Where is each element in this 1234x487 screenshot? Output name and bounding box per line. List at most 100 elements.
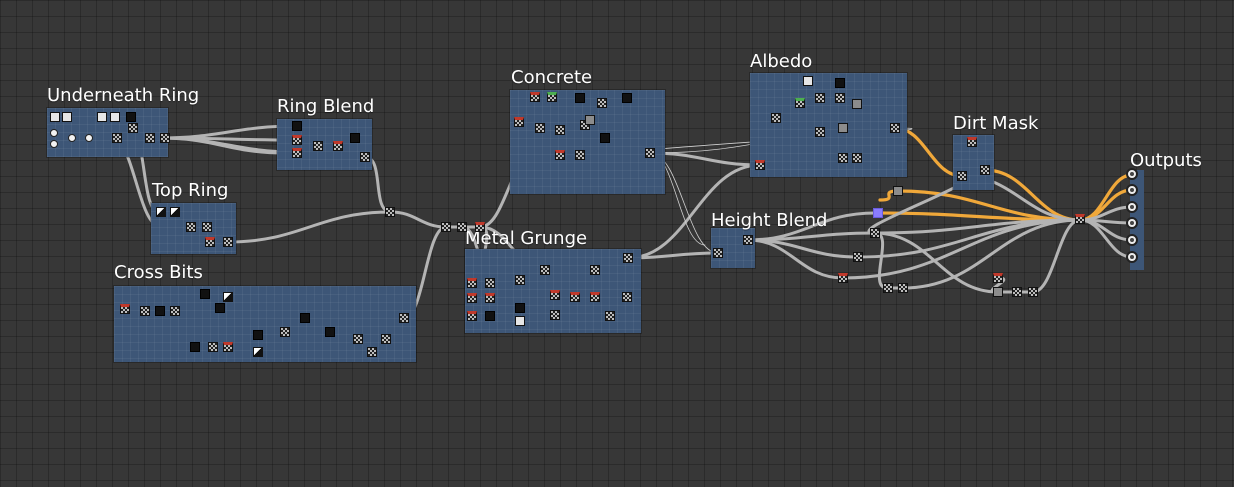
graph-node[interactable]	[381, 334, 391, 344]
graph-node[interactable]	[457, 222, 467, 232]
graph-node[interactable]	[485, 311, 495, 321]
output-port[interactable]	[1126, 217, 1138, 229]
graph-node[interactable]	[852, 153, 862, 163]
graph-node[interactable]	[485, 278, 495, 288]
graph-node[interactable]	[140, 306, 150, 316]
graph-node[interactable]	[622, 292, 632, 302]
input-socket[interactable]	[50, 129, 58, 137]
graph-node[interactable]	[883, 283, 893, 293]
graph-node[interactable]	[555, 125, 565, 135]
frame-albedo[interactable]	[750, 73, 907, 177]
graph-node[interactable]	[110, 112, 120, 122]
graph-node[interactable]	[62, 112, 72, 122]
graph-node[interactable]	[325, 327, 335, 337]
output-port[interactable]	[1126, 201, 1138, 213]
graph-node[interactable]	[208, 342, 218, 352]
graph-node[interactable]	[350, 133, 360, 143]
graph-node[interactable]	[215, 303, 225, 313]
graph-node[interactable]	[803, 76, 813, 86]
graph-node[interactable]	[515, 275, 525, 285]
graph-node[interactable]	[967, 137, 977, 147]
graph-node[interactable]	[292, 148, 302, 158]
graph-node[interactable]	[97, 112, 107, 122]
graph-node[interactable]	[873, 208, 883, 218]
output-port[interactable]	[1126, 234, 1138, 246]
graph-node[interactable]	[852, 99, 862, 109]
graph-node[interactable]	[550, 290, 560, 300]
frame-concrete[interactable]	[510, 90, 665, 194]
graph-node[interactable]	[155, 306, 165, 316]
graph-node[interactable]	[755, 160, 765, 170]
graph-node[interactable]	[475, 222, 485, 232]
graph-node[interactable]	[890, 123, 900, 133]
graph-node[interactable]	[223, 237, 233, 247]
graph-node[interactable]	[853, 252, 863, 262]
frame-underneath-ring[interactable]	[47, 108, 168, 157]
graph-node[interactable]	[575, 93, 585, 103]
graph-node[interactable]	[597, 98, 607, 108]
graph-node[interactable]	[570, 292, 580, 302]
graph-node[interactable]	[385, 207, 395, 217]
frame-cross-bits[interactable]	[114, 286, 416, 362]
graph-node[interactable]	[112, 133, 122, 143]
graph-node[interactable]	[515, 316, 525, 326]
graph-node[interactable]	[223, 292, 233, 302]
graph-node[interactable]	[253, 330, 263, 340]
graph-node[interactable]	[280, 327, 290, 337]
graph-node[interactable]	[50, 112, 60, 122]
graph-node[interactable]	[485, 293, 495, 303]
graph-node[interactable]	[145, 133, 155, 143]
graph-node[interactable]	[550, 310, 560, 320]
graph-node[interactable]	[360, 152, 370, 162]
graph-node[interactable]	[622, 93, 632, 103]
graph-node[interactable]	[590, 292, 600, 302]
input-socket[interactable]	[85, 134, 93, 142]
graph-node[interactable]	[205, 237, 215, 247]
graph-node[interactable]	[170, 207, 180, 217]
graph-node[interactable]	[547, 92, 557, 102]
graph-node[interactable]	[535, 123, 545, 133]
output-port[interactable]	[1126, 168, 1138, 180]
graph-node[interactable]	[713, 248, 723, 258]
graph-node[interactable]	[993, 287, 1003, 297]
graph-node[interactable]	[645, 148, 655, 158]
graph-node[interactable]	[200, 289, 210, 299]
graph-node[interactable]	[202, 222, 212, 232]
graph-node[interactable]	[223, 342, 233, 352]
graph-node[interactable]	[300, 313, 310, 323]
graph-node[interactable]	[156, 207, 166, 217]
graph-node[interactable]	[743, 235, 753, 245]
graph-node[interactable]	[128, 123, 138, 133]
graph-node[interactable]	[467, 311, 477, 321]
graph-node[interactable]	[838, 123, 848, 133]
graph-node[interactable]	[623, 253, 633, 263]
graph-node[interactable]	[771, 113, 781, 123]
graph-node[interactable]	[600, 133, 610, 143]
output-port[interactable]	[1126, 251, 1138, 263]
graph-node[interactable]	[540, 265, 550, 275]
graph-node[interactable]	[467, 293, 477, 303]
graph-node[interactable]	[815, 127, 825, 137]
graph-node[interactable]	[838, 273, 848, 283]
input-socket[interactable]	[50, 140, 58, 148]
graph-node[interactable]	[313, 141, 323, 151]
graph-node[interactable]	[186, 222, 196, 232]
graph-node[interactable]	[292, 135, 302, 145]
graph-node[interactable]	[838, 153, 848, 163]
graph-node[interactable]	[353, 334, 363, 344]
graph-node[interactable]	[1075, 214, 1085, 224]
graph-node[interactable]	[957, 171, 967, 181]
graph-node[interactable]	[870, 228, 880, 238]
graph-node[interactable]	[399, 313, 409, 323]
graph-node[interactable]	[795, 98, 805, 108]
graph-node[interactable]	[835, 78, 845, 88]
graph-node[interactable]	[367, 347, 377, 357]
graph-node[interactable]	[120, 304, 130, 314]
graph-node[interactable]	[467, 278, 477, 288]
graph-node[interactable]	[1028, 287, 1038, 297]
graph-node[interactable]	[333, 141, 343, 151]
graph-node[interactable]	[605, 311, 615, 321]
graph-node[interactable]	[585, 115, 595, 125]
graph-node[interactable]	[898, 283, 908, 293]
graph-node[interactable]	[253, 347, 263, 357]
